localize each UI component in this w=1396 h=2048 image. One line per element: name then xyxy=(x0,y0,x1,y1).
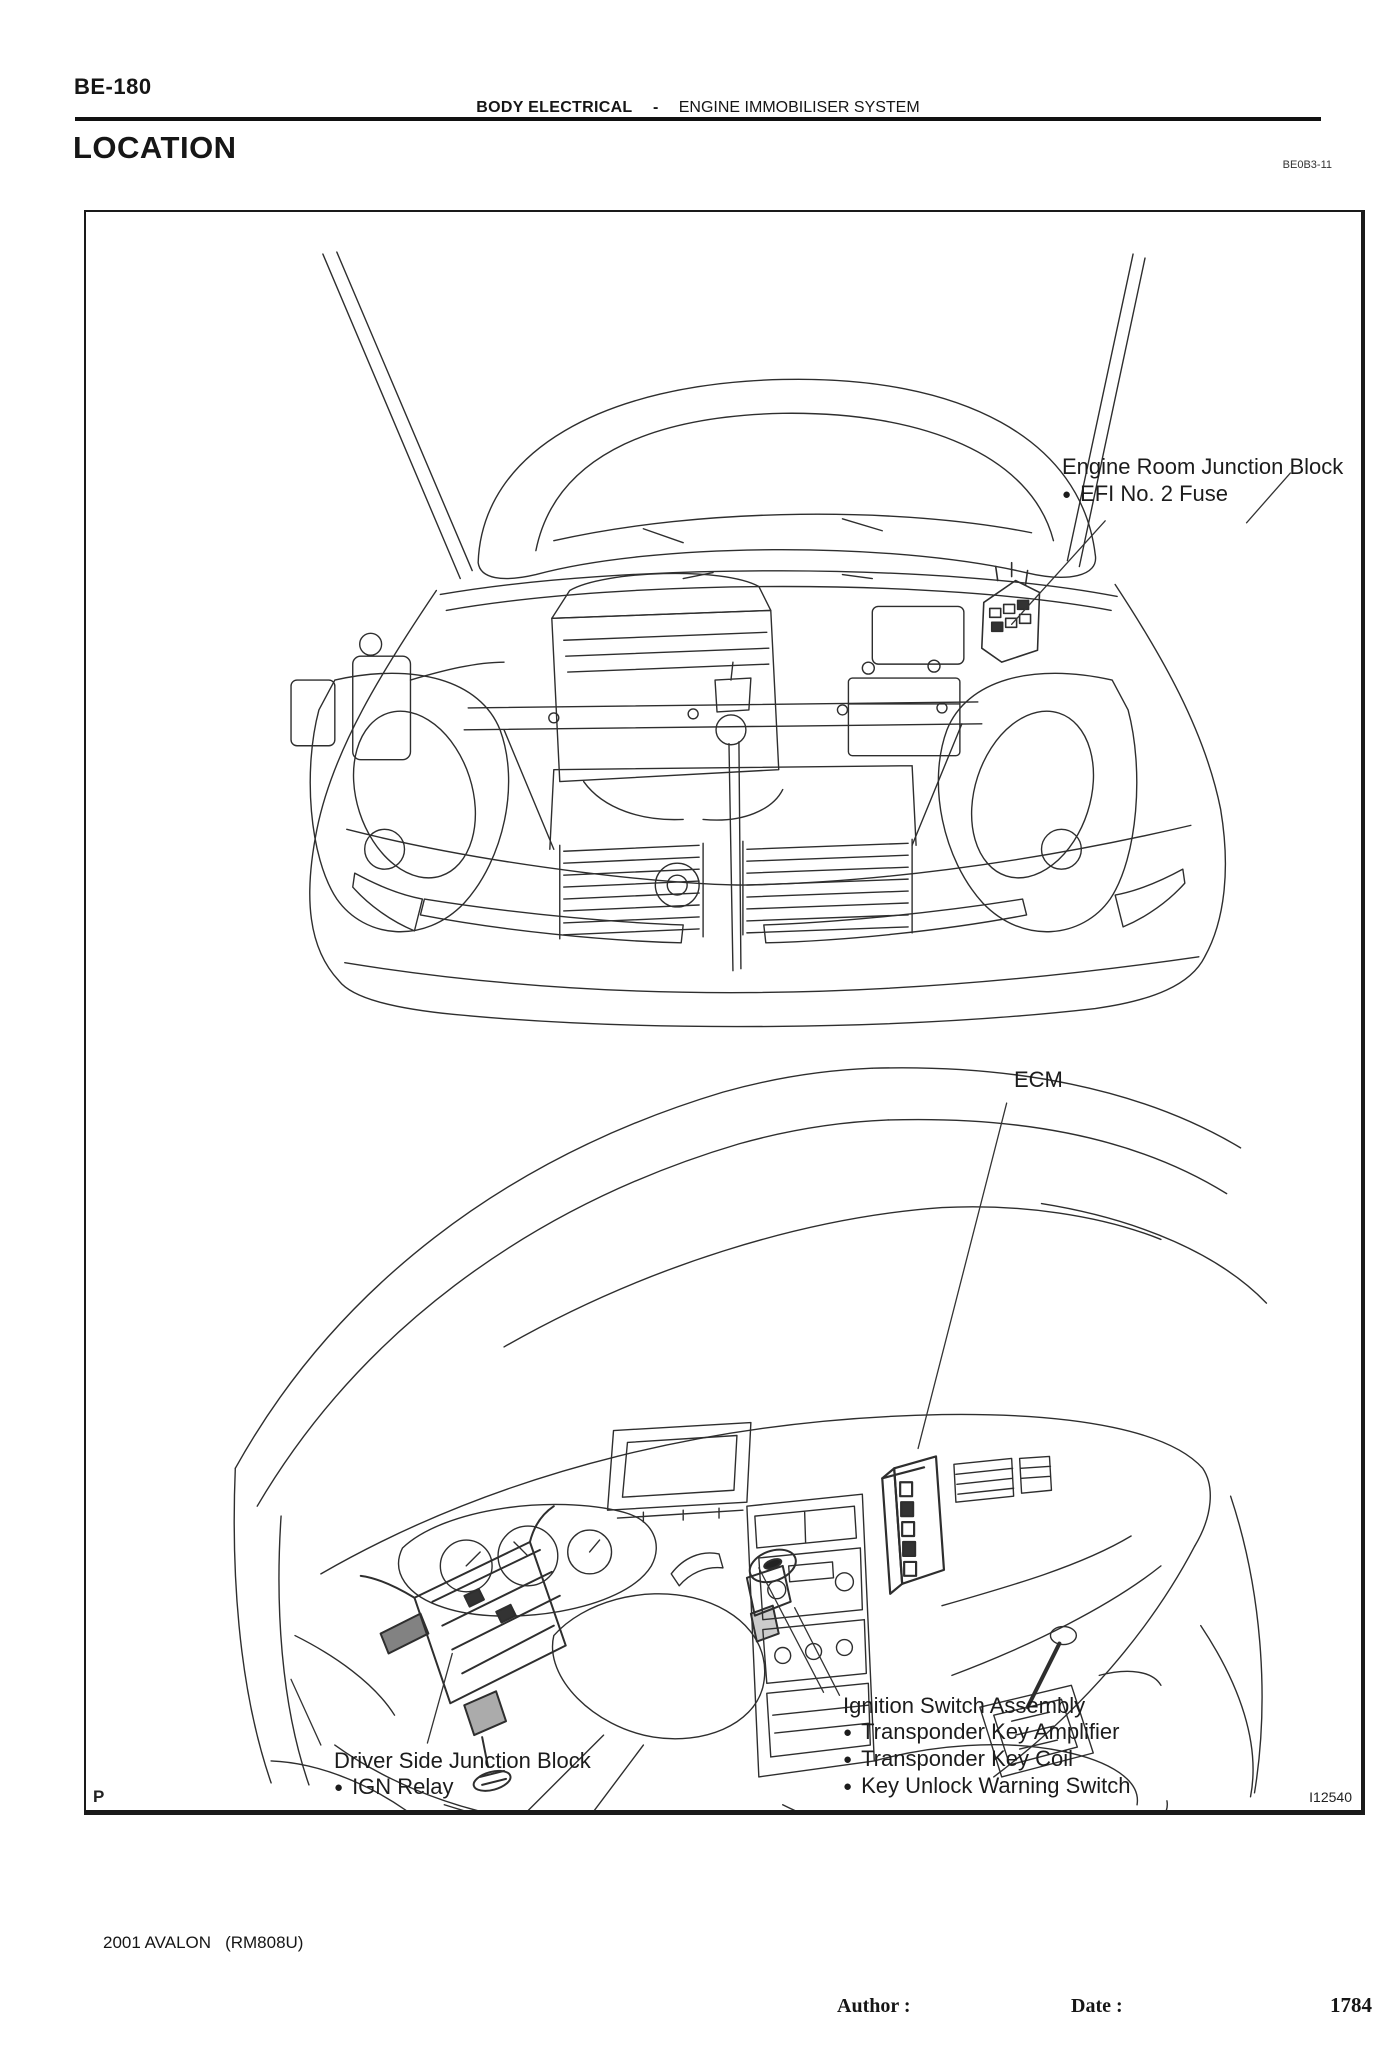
location-diagram xyxy=(233,251,1291,1810)
author-label: Author : xyxy=(837,1995,911,2017)
engine-room-junction-block-drawing xyxy=(980,561,1041,663)
manual-code: (RM808U) xyxy=(225,1933,304,1952)
header-rule xyxy=(75,117,1321,121)
running-header: BODY ELECTRICAL - ENGINE IMMOBILISER SYS… xyxy=(0,99,1396,117)
footer-page-number: 1784 xyxy=(1330,1993,1372,2017)
section-separator: - xyxy=(652,99,659,116)
callout-driver-side-junction-block: Driver Side Junction Block ●IGN Relay xyxy=(334,1748,591,1801)
date-label: Date : xyxy=(1071,1995,1123,2017)
bullet-icon: ● xyxy=(843,1724,853,1741)
ignition-switch-drawing xyxy=(745,1548,797,1643)
figure-id: I12540 xyxy=(1309,1789,1352,1805)
callout-title: Driver Side Junction Block xyxy=(334,1748,591,1773)
callout-engine-room-junction-block: Engine Room Junction Block ●EFI No. 2 Fu… xyxy=(1062,453,1343,508)
callout-title: Ignition Switch Assembly xyxy=(843,1693,1086,1718)
callout-title: ECM xyxy=(1014,1067,1063,1092)
callout-ignition-switch-assembly: Ignition Switch Assembly ●Transponder Ke… xyxy=(843,1693,1130,1800)
bullet-icon: ● xyxy=(334,1779,344,1796)
callout-title: Engine Room Junction Block xyxy=(1062,454,1344,479)
page-code: BE-180 xyxy=(74,74,152,99)
callout-item: ●EFI No. 2 Fuse xyxy=(1062,481,1229,506)
callout-item: ●Transponder Key Amplifier xyxy=(843,1719,1120,1744)
page-title: LOCATION xyxy=(73,130,237,165)
callout-item: ●Transponder Key Coil xyxy=(843,1746,1074,1771)
doc-code: BE0B3-11 xyxy=(1282,159,1332,171)
bullet-icon: ● xyxy=(1062,486,1072,503)
bullet-icon: ● xyxy=(843,1751,853,1768)
callout-ecm: ECM xyxy=(1014,1066,1063,1093)
bullet-icon: ● xyxy=(843,1778,853,1795)
callout-item: ●Key Unlock Warning Switch xyxy=(843,1773,1131,1798)
callout-leader-lines xyxy=(290,472,1291,1746)
ecm-drawing xyxy=(881,1455,946,1595)
footer-model-line: 2001 AVALON (RM808U) xyxy=(103,1933,303,1953)
section-name: BODY ELECTRICAL xyxy=(476,99,633,116)
subsection-name: ENGINE IMMOBILISER SYSTEM xyxy=(678,99,920,116)
driver-side-junction-block-drawing xyxy=(359,1505,567,1792)
location-figure: Engine Room Junction Block ●EFI No. 2 Fu… xyxy=(84,210,1365,1815)
callout-item: ●IGN Relay xyxy=(334,1774,454,1799)
engine-bay-front-view-drawing xyxy=(290,251,1227,1028)
instrument-panel-drawing xyxy=(233,1067,1268,1810)
figure-corner-mark: P xyxy=(93,1787,105,1806)
model-name: 2001 AVALON xyxy=(103,1933,212,1952)
